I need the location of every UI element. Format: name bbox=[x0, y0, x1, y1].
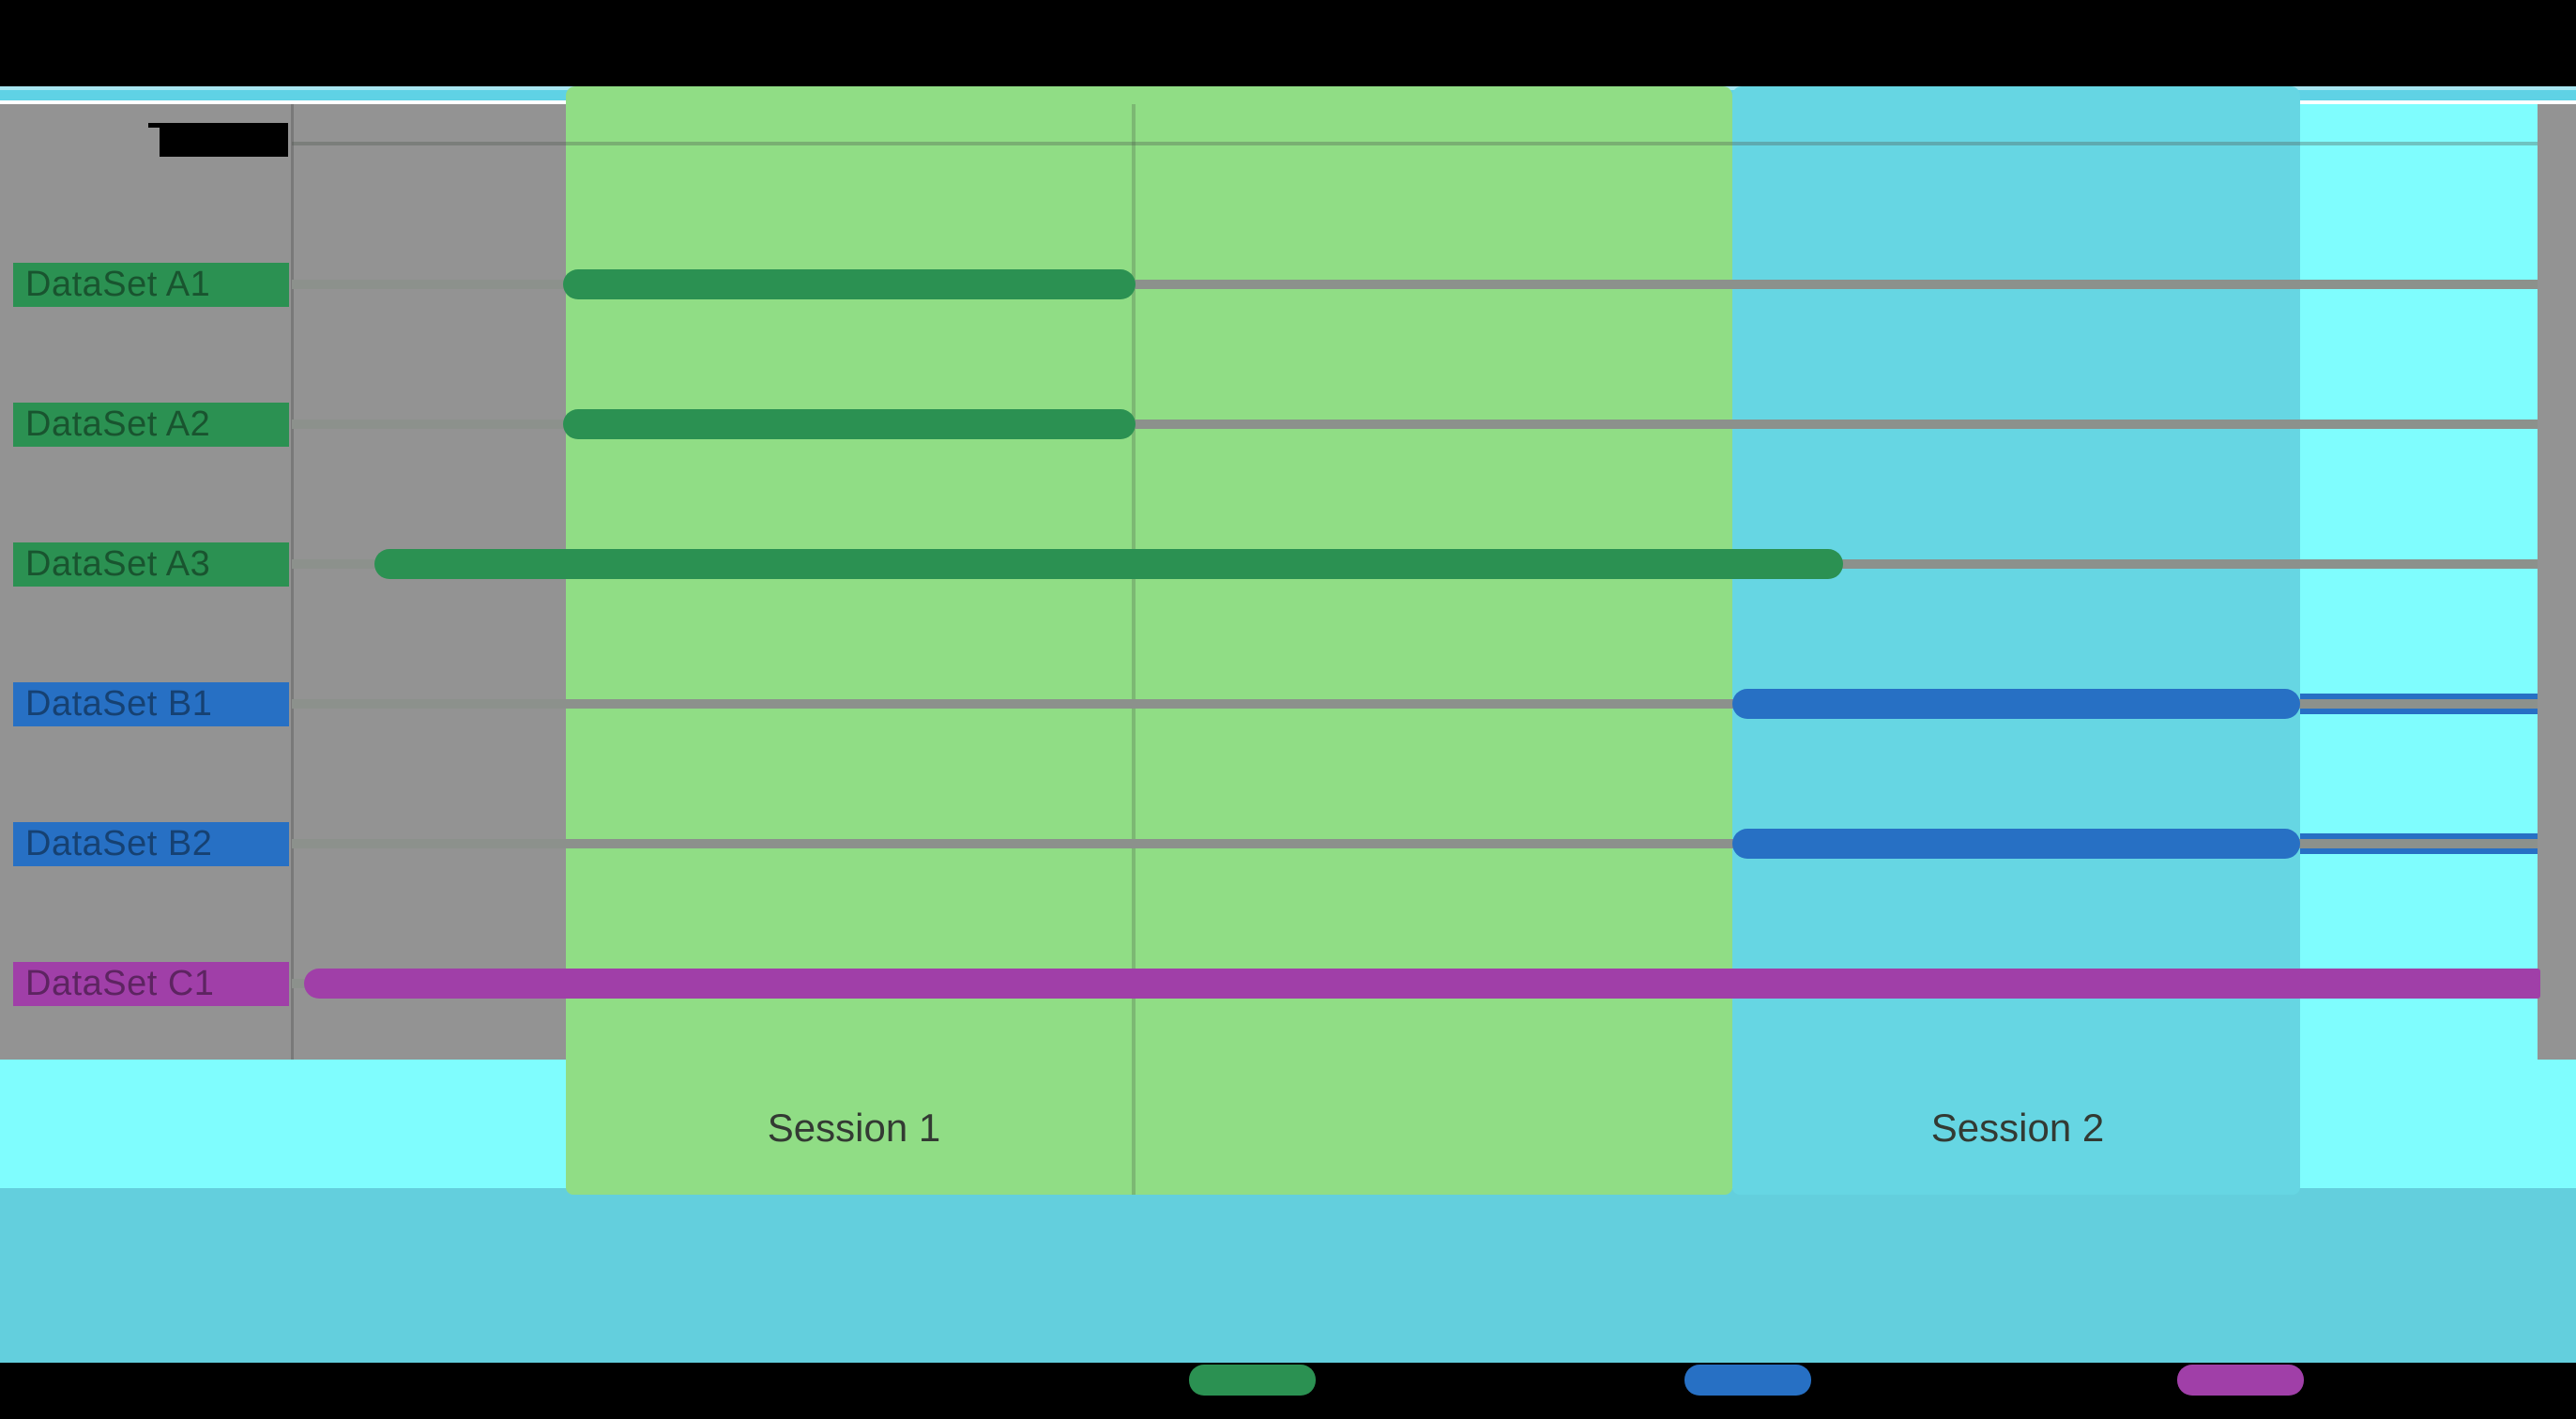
gantt-bar bbox=[1732, 829, 2300, 859]
row-label-badge: DataSet A1 bbox=[13, 262, 289, 307]
chart-title-redacted bbox=[160, 123, 288, 157]
title-row-gridline bbox=[292, 142, 2538, 145]
legend-swatch bbox=[2177, 1365, 2304, 1396]
mid-cyan-strip bbox=[0, 1188, 2576, 1363]
row-label-badge: DataSet C1 bbox=[13, 961, 289, 1006]
row-label-text: DataSet A2 bbox=[25, 404, 211, 444]
row-gridline bbox=[292, 839, 2538, 848]
label-plot-divider bbox=[291, 104, 294, 1060]
vertical-gridline bbox=[1132, 104, 1136, 1195]
gantt-bar bbox=[563, 269, 1136, 299]
gantt-bar bbox=[563, 409, 1136, 439]
right-cyan-column bbox=[2300, 104, 2538, 1060]
row-gridline bbox=[292, 280, 2538, 289]
session-2-label: Session 2 bbox=[1930, 1106, 2105, 1150]
legend-swatch bbox=[1684, 1365, 1811, 1396]
row-label-badge: DataSet A3 bbox=[13, 542, 289, 587]
gantt-bar bbox=[304, 969, 2540, 999]
session-2-band bbox=[1732, 86, 2300, 1195]
row-label-badge: DataSet A2 bbox=[13, 402, 289, 447]
row-label-text: DataSet B1 bbox=[25, 683, 213, 724]
gantt-bar bbox=[1732, 689, 2300, 719]
row-label-text: DataSet A3 bbox=[25, 543, 211, 584]
row-label-badge: DataSet B2 bbox=[13, 821, 289, 866]
row-gridline bbox=[292, 420, 2538, 429]
gantt-bar bbox=[374, 549, 1843, 579]
row-label-text: DataSet A1 bbox=[25, 264, 211, 304]
row-gridline bbox=[292, 699, 2538, 709]
session-1-label: Session 1 bbox=[767, 1106, 941, 1150]
row-label-text: DataSet C1 bbox=[25, 963, 215, 1003]
row-label-badge: DataSet B1 bbox=[13, 681, 289, 726]
legend-swatch bbox=[1189, 1365, 1316, 1396]
row-label-text: DataSet B2 bbox=[25, 823, 213, 863]
session-1-band bbox=[566, 86, 1732, 1195]
